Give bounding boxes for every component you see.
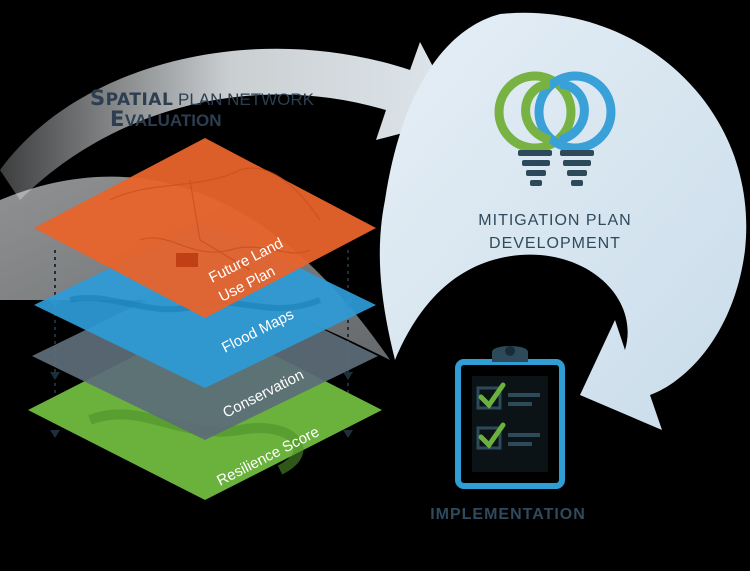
clipboard-icon	[455, 346, 565, 489]
spatial-title-valuation: VALUATION	[125, 111, 222, 130]
spatial-title-patial: PATIAL	[106, 90, 174, 110]
implementation-label: IMPLEMENTATION	[430, 506, 586, 523]
mitigation-circle	[379, 12, 747, 431]
spatial-title-e: E	[110, 107, 125, 131]
spatial-title-plan-network: PLAN NETWORK	[173, 90, 314, 109]
spatial-title-line1: SPATIAL PLAN NETWORK	[90, 86, 315, 110]
mitigation-label-line2: DEVELOPMENT	[489, 235, 621, 252]
lightbulb-icon	[494, 71, 616, 186]
layer-land-use-texture	[109, 167, 321, 271]
mitigation-label-line1: MITIGATION PLAN	[478, 212, 631, 229]
layer-resilience-texture	[88, 409, 304, 475]
layer-future-land-use	[34, 138, 376, 318]
spatial-title-s: S	[90, 86, 106, 110]
top-arc-arrow	[0, 42, 460, 200]
land-use-marker	[176, 253, 198, 267]
spatial-title-line2: EVALUATION	[110, 107, 222, 131]
